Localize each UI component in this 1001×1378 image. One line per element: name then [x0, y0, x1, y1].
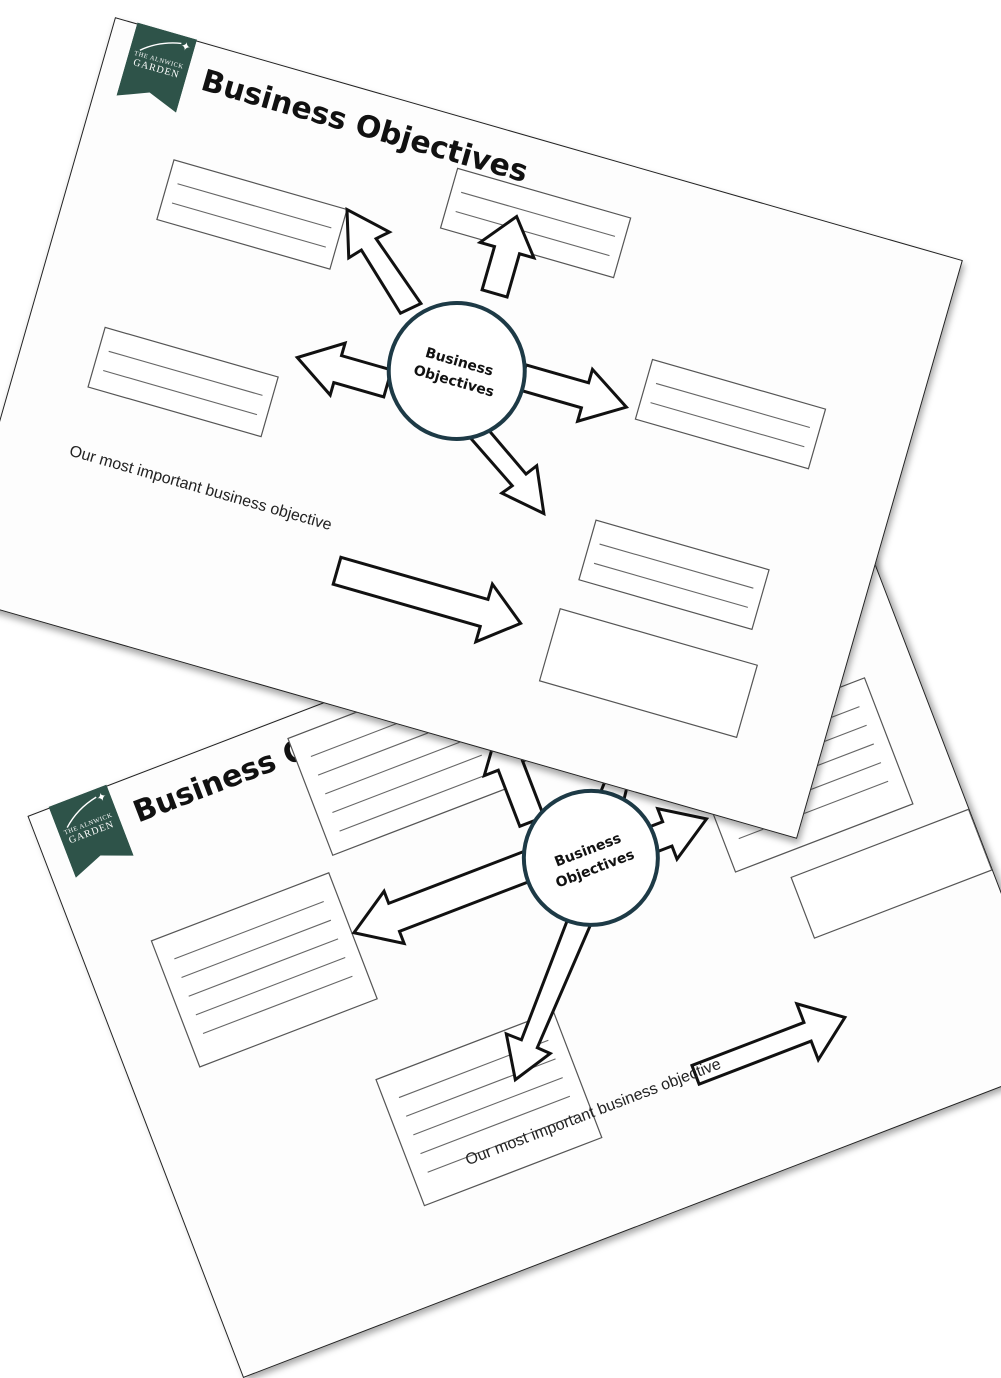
worksheet-front: ✦ THE ALNWICK GARDEN Business Objectives [0, 17, 963, 839]
hub-circle: Business Objectives [386, 300, 527, 441]
arrow-up-icon [476, 214, 537, 299]
most-important-box [790, 808, 993, 939]
svg-text:✦: ✦ [179, 39, 193, 55]
objective-box-bottom-right [578, 519, 770, 631]
objectives-diagram: Business Objectives [87, 159, 827, 739]
alnwick-garden-logo: ✦ THE ALNWICK GARDEN [116, 22, 198, 113]
objective-box-bottom-left [375, 1010, 603, 1207]
hub-circle: Business Objectives [521, 788, 660, 927]
objective-box-top-center [439, 167, 632, 279]
objective-box-top-left [156, 159, 348, 270]
objective-box-right [634, 358, 827, 470]
arrow-footer-icon [331, 555, 523, 645]
arrow-right-icon [517, 363, 630, 424]
arrow-downleft-icon [504, 912, 596, 1083]
arrow-down-right-icon [461, 417, 546, 517]
most-important-box [538, 607, 759, 739]
objective-box-left [150, 872, 378, 1068]
arrow-up-left-icon [345, 206, 424, 316]
arrow-left-icon [294, 340, 394, 399]
objective-box-left [87, 326, 279, 438]
svg-text:✦: ✦ [94, 789, 108, 806]
arrow-footer-icon [690, 1001, 848, 1087]
alnwick-garden-logo: ✦ THE ALNWICK GARDEN [48, 784, 134, 878]
